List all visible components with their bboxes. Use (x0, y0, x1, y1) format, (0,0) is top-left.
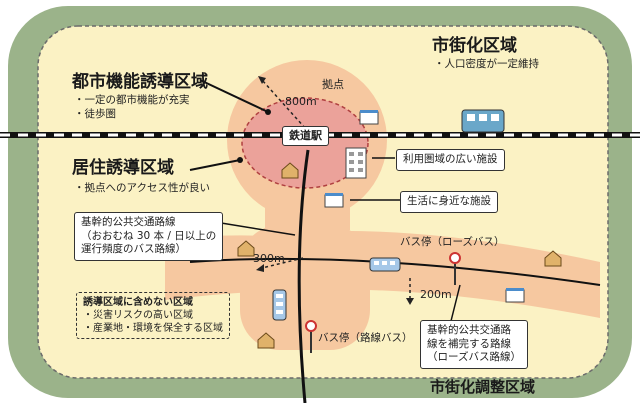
radius-300-arrow (261, 257, 304, 269)
residential-note: 拠点へのアクセス性が良い (74, 182, 210, 195)
station-label: 鉄道駅 (282, 126, 329, 147)
building-icon (345, 147, 367, 179)
urban-function-note-2: 徒歩圏 (74, 108, 117, 121)
bus-stop-route-label: バス停（路線バス） (318, 332, 413, 344)
wide-facility-label: 利用圏域の広い施設 (396, 149, 505, 171)
trunk-bus-route (297, 149, 310, 403)
shop-icon (324, 193, 344, 208)
bus-stop-icon (449, 252, 461, 285)
trunk-line-1: 基幹的公共交通路線 (81, 216, 176, 228)
house-icon (281, 162, 299, 179)
leader-residential (189, 159, 241, 171)
daily-facility-label: 生活に身近な施設 (400, 191, 498, 213)
trunk-route-box: 基幹的公共交通路線 （おおむね 30 本 / 日以上の 運行頻度のバス路線） (74, 212, 224, 261)
house-icon (257, 332, 275, 349)
excluded-item-1: 災害リスクの高い区域 (83, 309, 223, 322)
supplement-line-2: 線を補完する路線 (427, 337, 511, 350)
excluded-areas-box: 誘導区域に含めない区域 災害リスクの高い区域 産業地・環境を保全する区域 (76, 292, 230, 339)
radius-200-arrowhead (406, 298, 414, 305)
hub-label: 拠点 (322, 78, 344, 91)
supplement-route-box: 基幹的公共交通路 線を補完する路線 （ローズバス路線） (420, 320, 528, 369)
train-icon (461, 109, 505, 133)
radius-800-arrowhead (258, 76, 266, 84)
shop-icon (359, 110, 379, 125)
trunk-line-3: 運行頻度のバス路線） (81, 243, 186, 256)
house-icon (237, 240, 255, 257)
dot-urban-function (265, 109, 271, 115)
radius-300-arrowhead (256, 264, 264, 272)
bus-stop-rose-label: バス停（ローズバス） (400, 236, 505, 248)
radius-200-label: 200m (420, 288, 452, 301)
urban-function-title: 都市機能誘導区域 (72, 72, 208, 92)
bus-icon (369, 257, 401, 272)
control-area-title: 市街化調整区域 (430, 378, 536, 396)
excluded-title: 誘導区域に含めない区域 (83, 297, 193, 308)
trunk-line-2: （おおむね 30 本 / 日以上の (81, 229, 217, 242)
leader-urban-function (199, 79, 269, 113)
dot-residential (237, 157, 243, 163)
bus-stop-icon (305, 320, 317, 353)
house-icon (544, 250, 562, 267)
urban-area-title: 市街化区域 (432, 36, 517, 56)
urban-function-note-1: 一定の都市機能が充実 (74, 94, 190, 107)
urban-area-note: 人口密度が一定維持 (434, 58, 540, 71)
shop-icon (505, 288, 525, 303)
leader-supplement-box (449, 284, 461, 326)
residential-title: 居住誘導区域 (72, 158, 174, 178)
radius-800-arrow (261, 79, 306, 129)
excluded-item-2: 産業地・環境を保全する区域 (83, 322, 223, 335)
supplement-line-3: （ローズバス路線） (427, 351, 521, 364)
radius-300-label: 300m (253, 252, 285, 265)
bus-icon (272, 289, 287, 321)
supplement-line-1: 基幹的公共交通路 (427, 324, 511, 336)
radius-800-label: 800m (285, 95, 317, 108)
leader-trunk-box (214, 221, 296, 236)
